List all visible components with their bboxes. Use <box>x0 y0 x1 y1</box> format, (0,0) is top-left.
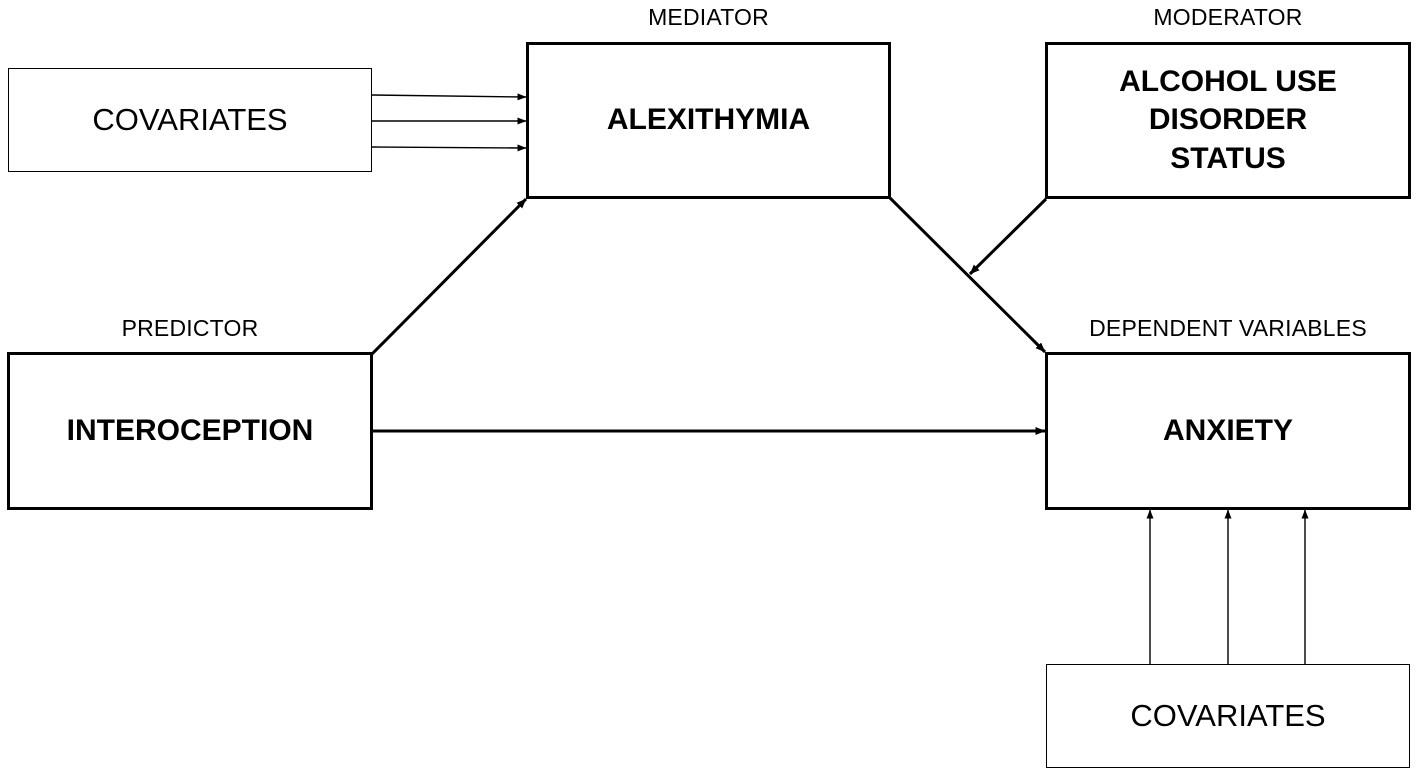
role-label-dependent: DEPENDENT VARIABLES <box>1089 315 1367 341</box>
role-label-mediator: MEDIATOR <box>648 4 769 30</box>
covariates-top-box: COVARIATES <box>8 68 372 172</box>
edge-covariates-top-to-mediator-3 <box>371 144 527 152</box>
edge-covariates-top-to-mediator-1 <box>371 93 527 101</box>
outcome-label: ANXIETY <box>1162 413 1294 447</box>
mediator-box: ALEXITHYMIA <box>526 42 891 199</box>
covariates-top-label: COVARIATES <box>92 102 288 137</box>
role-label-moderator: MODERATOR <box>1153 4 1303 30</box>
edge-moderator-to-path <box>968 197 1048 276</box>
mediator-label: ALEXITHYMIA <box>606 103 811 137</box>
moderator-label-line-3: STATUS <box>1170 141 1286 175</box>
predictor-label: INTEROCEPTION <box>66 413 314 447</box>
moderator-label-line-2: DISORDER <box>1148 103 1308 137</box>
moderator-label: ALCOHOL USE DISORDER STATUS <box>1119 63 1337 177</box>
moderator-label-line-1: ALCOHOL USE <box>1119 65 1337 99</box>
covariates-bottom-box: COVARIATES <box>1046 664 1410 768</box>
edge-predictor-to-mediator <box>370 197 528 356</box>
moderator-box: ALCOHOL USE DISORDER STATUS <box>1045 42 1411 199</box>
edge-mediator-to-outcome <box>888 196 1047 354</box>
predictor-box: INTEROCEPTION <box>7 352 373 510</box>
outcome-box: ANXIETY <box>1045 352 1411 510</box>
covariates-bottom-label: COVARIATES <box>1130 698 1326 733</box>
role-label-predictor: PREDICTOR <box>121 315 259 341</box>
